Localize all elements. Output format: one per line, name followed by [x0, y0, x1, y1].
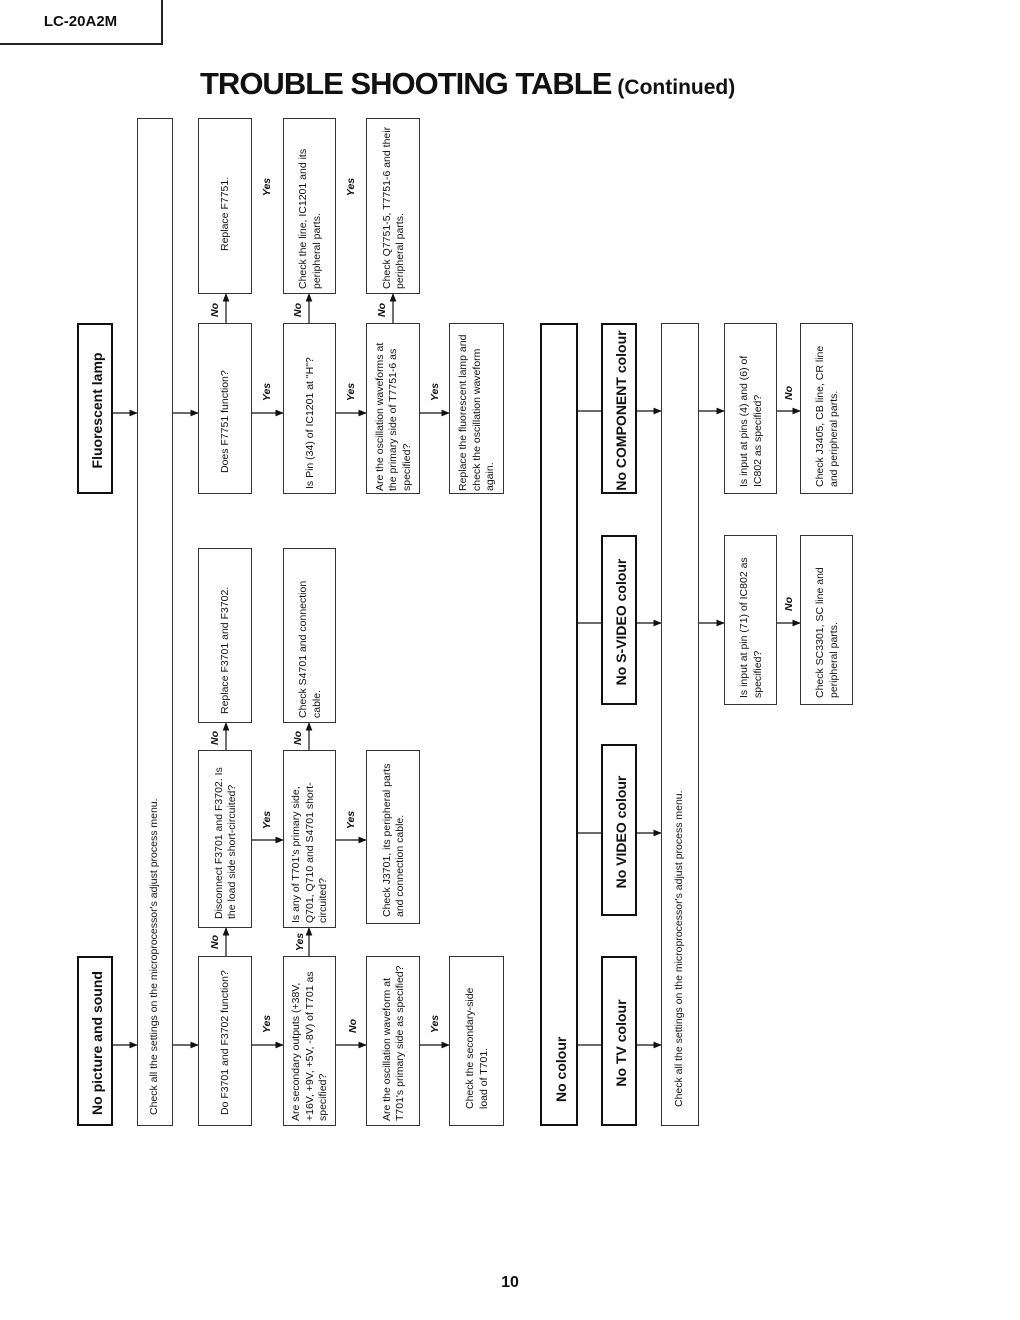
label-yes: Yes: [261, 177, 274, 197]
box-check-settings-top: Check all the settings on the microproce…: [137, 118, 173, 1126]
title-continued: (Continued): [617, 76, 736, 99]
box-q-t701-short: Is any of T701's primary side, Q701, Q71…: [283, 750, 336, 928]
heading-fluorescent-lamp: Fluorescent lamp: [77, 323, 113, 494]
check-sc3301-text: Check SC3301, SC line and peripheral par…: [814, 567, 840, 698]
label-no: No: [783, 386, 795, 400]
label-no: No: [209, 731, 221, 745]
page-number: 10: [501, 1274, 519, 1291]
check-j3405-text: Check J3405, CB line, CR line and periph…: [814, 345, 840, 487]
label-yes: Yes: [261, 1014, 274, 1034]
heading-no-svideo-colour: No S-VIDEO colour: [601, 535, 637, 705]
box-replace-f7751: Replace F7751.: [198, 118, 252, 294]
q-f7751-text: Does F7751 function?: [219, 370, 232, 473]
label-yes: Yes: [345, 382, 358, 402]
label-yes: Yes: [261, 382, 274, 402]
heading-no-svideo-colour-text: No S-VIDEO colour: [613, 558, 629, 686]
box-q-pins46: Is input at pins (4) and (6) of IC802 as…: [724, 323, 777, 494]
check-q7751-text: Check Q7751-5, T7751-6 and their periphe…: [380, 126, 407, 289]
label-no: No: [783, 597, 795, 611]
box-q-secondary-outputs: Are secondary outputs (+38V, +16V, +9V, …: [283, 956, 336, 1126]
label-no: No: [209, 935, 221, 949]
label-yes: Yes: [294, 932, 307, 952]
label-no: No: [209, 303, 221, 317]
label-no: No: [292, 303, 304, 317]
q-t701-short-text: Is any of T701's primary side, Q701, Q71…: [290, 782, 330, 923]
label-no: No: [347, 1019, 359, 1033]
heading-no-tv-colour: No TV colour: [601, 956, 637, 1126]
check-secondary-text: Check the secondary-side load of T701.: [464, 987, 490, 1109]
heading-no-picture-sound: No picture and sound: [77, 956, 113, 1126]
q-disconnect-text: Disconnect F3701 and F3702. Is the load …: [212, 767, 239, 919]
box-check-j3701: Check J3701, its peripheral parts and co…: [366, 750, 420, 924]
page-title: TROUBLE SHOOTING TABLE(Continued): [200, 66, 735, 102]
heading-no-component-colour-text: No COMPONENT colour: [613, 330, 629, 491]
title-main: TROUBLE SHOOTING TABLE: [200, 66, 612, 101]
heading-fluorescent-lamp-text: Fluorescent lamp: [89, 352, 105, 469]
heading-no-colour: No colour: [540, 323, 578, 1126]
q-secondary-outputs-text: Are secondary outputs (+38V, +16V, +9V, …: [290, 971, 330, 1121]
q-osc-waveform-text: Are the oscillation waveform at T701's p…: [380, 965, 407, 1122]
label-no: No: [292, 731, 304, 745]
box-replace-lamp: Replace the fluorescent lamp and check t…: [449, 323, 504, 494]
box-q-fuse-function: Do F3701 and F3702 function?: [198, 956, 252, 1126]
heading-no-video-colour: No VIDEO colour: [601, 744, 637, 916]
box-q-osc-waveform: Are the oscillation waveform at T701's p…: [366, 956, 420, 1126]
label-no: No: [376, 303, 388, 317]
replace-f7751-text: Replace F7751.: [219, 176, 232, 251]
label-yes: Yes: [261, 810, 274, 830]
heading-no-component-colour: No COMPONENT colour: [601, 323, 637, 494]
check-settings-top-text: Check all the settings on the microproce…: [148, 798, 161, 1115]
check-ic1201-text: Check the line, IC1201 and its periphera…: [297, 148, 323, 289]
box-q-disconnect: Disconnect F3701 and F3702. Is the load …: [198, 750, 252, 928]
box-q-pin71: Is input at pin (71) of IC802 as specifi…: [724, 535, 777, 705]
q-osc-t7751-text: Are the oscillation waveforms at the pri…: [373, 342, 413, 491]
replace-fuses-text: Replace F3701 and F3702.: [219, 586, 232, 714]
replace-lamp-text: Replace the fluorescent lamp and check t…: [457, 334, 497, 491]
label-yes: Yes: [429, 382, 442, 402]
box-replace-fuses: Replace F3701 and F3702.: [198, 548, 252, 723]
q-pins46-text: Is input at pins (4) and (6) of IC802 as…: [738, 355, 764, 487]
heading-no-colour-text: No colour: [553, 1036, 569, 1102]
q-fuse-function-text: Do F3701 and F3702 function?: [219, 970, 232, 1115]
heading-no-picture-sound-text: No picture and sound: [89, 971, 105, 1115]
box-check-secondary: Check the secondary-side load of T701.: [449, 956, 504, 1126]
q-pin34-text: Is Pin (34) of IC1201 at "H"?: [303, 357, 316, 489]
q-pin71-text: Is input at pin (71) of IC802 as specifi…: [738, 557, 764, 698]
check-s4701-text: Check S4701 and connection cable.: [297, 580, 323, 718]
box-check-j3405: Check J3405, CB line, CR line and periph…: [800, 323, 853, 494]
box-q-pin34: Is Pin (34) of IC1201 at "H"?: [283, 323, 336, 494]
box-q-f7751: Does F7751 function?: [198, 323, 252, 494]
heading-no-tv-colour-text: No TV colour: [613, 999, 629, 1087]
label-yes: Yes: [345, 810, 358, 830]
box-check-q7751: Check Q7751-5, T7751-6 and their periphe…: [366, 118, 420, 294]
check-j3701-text: Check J3701, its peripheral parts and co…: [380, 763, 407, 918]
box-check-ic1201: Check the line, IC1201 and its periphera…: [283, 118, 336, 294]
heading-no-video-colour-text: No VIDEO colour: [613, 775, 629, 889]
check-settings-colour-text: Check all the settings on the microproce…: [673, 790, 686, 1107]
box-q-osc-t7751: Are the oscillation waveforms at the pri…: [366, 323, 420, 494]
label-yes: Yes: [345, 177, 358, 197]
model-number: LC-20A2M: [0, 0, 163, 45]
box-check-sc3301: Check SC3301, SC line and peripheral par…: [800, 535, 853, 705]
box-check-settings-colour: Check all the settings on the microproce…: [661, 323, 699, 1126]
label-yes: Yes: [429, 1014, 442, 1034]
box-check-s4701: Check S4701 and connection cable.: [283, 548, 336, 723]
